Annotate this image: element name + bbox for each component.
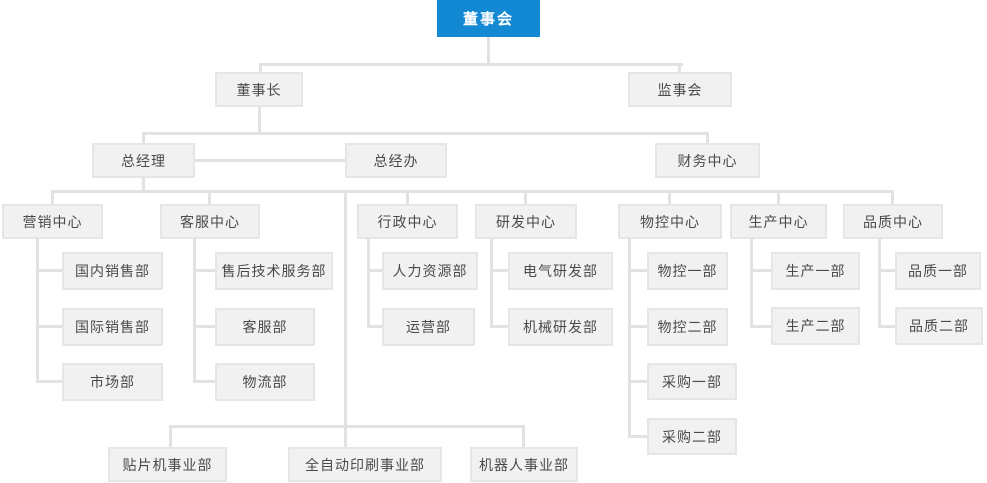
org-node-xingzheng: 行政中心 <box>357 204 458 239</box>
connector-line <box>142 132 145 143</box>
connector-line <box>142 132 709 135</box>
connector-line <box>628 435 647 438</box>
org-node-guoji: 国际销售部 <box>62 308 163 346</box>
connector-line <box>51 190 894 193</box>
connector-line <box>490 325 508 328</box>
connector-line <box>628 325 647 328</box>
connector-line <box>628 380 647 383</box>
org-node-yunying: 运营部 <box>382 308 475 346</box>
org-node-jiqiren: 机器人事业部 <box>470 447 578 482</box>
connector-line <box>490 269 508 272</box>
org-node-caigou1: 采购一部 <box>647 363 737 400</box>
connector-line <box>628 269 647 272</box>
connector-line <box>367 325 382 328</box>
connector-line <box>668 190 671 204</box>
connector-line <box>36 380 62 383</box>
connector-line <box>750 239 753 328</box>
connector-line <box>344 425 347 447</box>
org-node-wukong2: 物控二部 <box>647 308 728 346</box>
org-node-kefubu: 客服部 <box>215 308 315 346</box>
org-node-shengchanzx: 生产中心 <box>730 204 827 239</box>
org-node-wuliu: 物流部 <box>215 363 315 401</box>
connector-line <box>367 239 370 328</box>
org-node-dianqi: 电气研发部 <box>508 252 613 290</box>
connector-line <box>36 325 62 328</box>
connector-line <box>208 190 211 204</box>
connector-line <box>706 132 709 143</box>
connector-line <box>259 63 683 66</box>
org-node-zongjingban: 总经办 <box>345 143 447 178</box>
org-node-pinzhi1: 品质一部 <box>895 252 981 290</box>
connector-line <box>51 190 54 204</box>
connector-line <box>169 425 172 447</box>
org-node-dongshizhang: 董事长 <box>215 72 303 107</box>
org-node-caigou2: 采购二部 <box>647 418 737 455</box>
connector-line <box>490 239 493 328</box>
connector-line <box>487 37 490 63</box>
org-node-tiepianji: 贴片机事业部 <box>108 447 227 482</box>
connector-line <box>878 325 895 328</box>
org-node-yanfa: 研发中心 <box>475 204 577 239</box>
connector-line <box>777 190 780 204</box>
org-node-shichang: 市场部 <box>62 363 163 401</box>
org-node-quanzidong: 全自动印刷事业部 <box>288 447 442 482</box>
connector-line <box>193 269 215 272</box>
org-node-zongjingli: 总经理 <box>92 143 195 178</box>
connector-line <box>36 239 39 383</box>
org-node-guonei: 国内销售部 <box>62 252 163 290</box>
connector-line <box>193 380 215 383</box>
connector-line <box>406 190 409 204</box>
connector-line <box>344 190 347 425</box>
org-node-yingxiao: 营销中心 <box>2 204 103 239</box>
connector-line <box>367 269 382 272</box>
connector-line <box>193 325 215 328</box>
connector-line <box>142 178 145 190</box>
org-node-pinzhizx: 品质中心 <box>843 204 943 239</box>
org-node-shengchan1: 生产一部 <box>771 252 860 290</box>
connector-line <box>36 269 62 272</box>
connector-line <box>878 269 895 272</box>
org-node-wukongzx: 物控中心 <box>618 204 722 239</box>
connector-line <box>891 190 894 204</box>
connector-line <box>750 325 771 328</box>
connector-line <box>878 239 881 328</box>
connector-line <box>524 190 527 204</box>
connector-line <box>628 239 631 438</box>
org-node-pinzhi2: 品质二部 <box>895 307 983 345</box>
connector-line <box>259 63 262 72</box>
connector-line <box>193 239 196 383</box>
org-node-shouhou: 售后技术服务部 <box>215 252 333 290</box>
connector-line <box>258 107 261 132</box>
connector-line <box>195 159 345 162</box>
org-node-renli: 人力资源部 <box>382 252 478 290</box>
org-node-wukong1: 物控一部 <box>647 252 728 290</box>
connector-line <box>678 63 681 72</box>
connector-line <box>750 269 771 272</box>
org-node-jixie: 机械研发部 <box>508 308 613 346</box>
connector-line <box>169 425 525 428</box>
org-node-kefu: 客服中心 <box>160 204 260 239</box>
org-node-caiwu: 财务中心 <box>655 143 760 178</box>
org-node-shengchan2: 生产二部 <box>771 307 860 345</box>
org-node-dongshihui: 董事会 <box>437 0 540 37</box>
org-node-jianshihui: 监事会 <box>628 72 732 107</box>
connector-line <box>522 425 525 447</box>
